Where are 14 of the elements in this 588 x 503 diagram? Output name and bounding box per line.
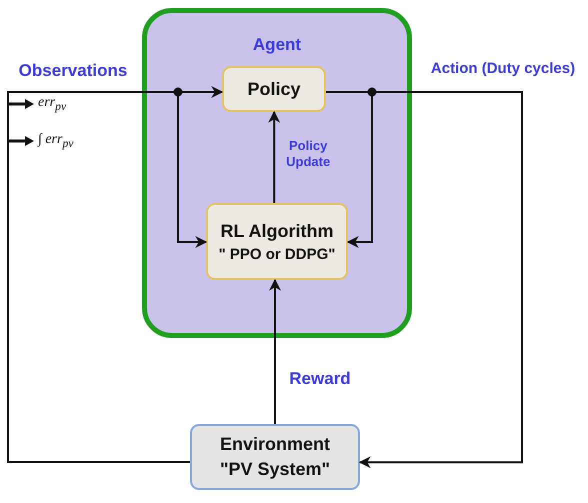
connector-arrow [269,278,281,424]
signal-label: err$_{pv}$ [38,95,66,113]
node-title: RL Algorithm [220,220,334,242]
signal-label: ∫ err$_{pv}$ [38,132,74,150]
connector-arrow [268,110,280,203]
node-title: Environment [220,434,330,455]
node-subtitle: "PV System" [220,459,330,480]
algorithm-box [206,203,348,280]
node-subtitle: " PPO or DDPG" [218,246,336,262]
node-title: Policy [247,78,301,100]
policy-box [222,66,326,112]
agent-container [142,8,412,338]
environment-box [190,424,360,490]
agent-title: Agent [252,35,302,55]
